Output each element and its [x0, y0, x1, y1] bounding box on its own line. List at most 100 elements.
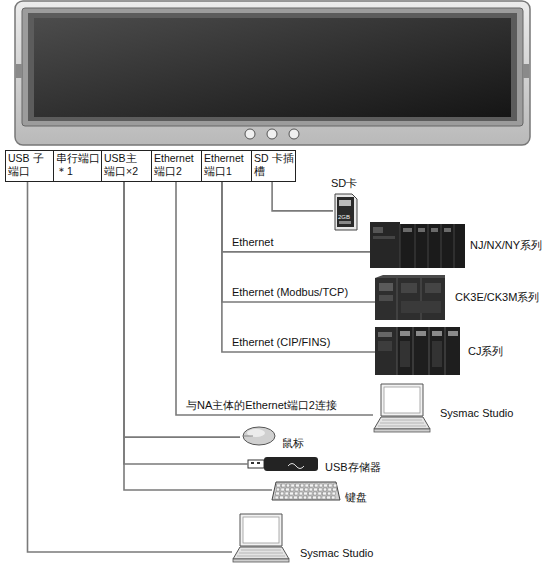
keyboard-art-part	[304, 488, 308, 491]
controller-device: CJ系列	[375, 327, 460, 375]
controller-device-art-part	[416, 331, 426, 336]
cable-line	[28, 182, 233, 552]
controller-device-art-part	[415, 224, 416, 268]
laptop-art-part	[239, 553, 283, 554]
controller-device-art-part	[428, 224, 429, 268]
laptop: Sysmac Studio	[373, 383, 431, 433]
hmi-bezel-inner	[28, 13, 517, 121]
keyboard-art-part	[323, 488, 327, 491]
port-name: Ethernet 端口1	[204, 152, 250, 178]
keyboard-art-part	[303, 496, 307, 499]
cable-line	[222, 182, 375, 352]
keyboard-art-part	[284, 496, 288, 499]
hmi-tab	[16, 64, 22, 78]
keyboard-art-part	[313, 492, 317, 495]
controller-device-art-part	[397, 278, 398, 320]
laptop-art-part	[241, 550, 281, 551]
cable-line	[222, 182, 375, 302]
cable-line	[176, 182, 373, 415]
laptop-art-part	[243, 517, 279, 543]
keyboard-art-part	[290, 492, 294, 495]
laptop-art	[232, 513, 290, 563]
keyboard-art-part	[295, 488, 299, 491]
sd-card-art-part	[337, 197, 354, 227]
keyboard-art-part	[317, 496, 321, 499]
controller-device-art-part	[401, 301, 441, 313]
usb-storage-art-part	[251, 462, 254, 464]
controller-device-art-part	[448, 331, 458, 336]
keyboard-art-part	[329, 484, 333, 487]
port-cell: Ethernet 端口1	[201, 150, 252, 182]
hmi-button	[245, 129, 255, 139]
controller-device-art-part	[400, 224, 401, 268]
keyboard-art	[272, 481, 340, 501]
keyboard-art-part	[291, 484, 295, 487]
device-label: USB存储器	[325, 461, 381, 474]
port-cell: USB主 端口×2	[101, 150, 152, 182]
keyboard-art-part	[324, 484, 328, 487]
laptop-art-part	[381, 384, 423, 416]
hmi-button	[267, 129, 277, 139]
laptop: Sysmac Studio	[232, 513, 290, 563]
connection-label: Ethernet (Modbus/TCP)	[232, 286, 348, 299]
controller-device-art	[370, 222, 465, 268]
laptop-art-part	[378, 426, 426, 427]
mouse: 鼠标	[240, 425, 276, 447]
keyboard-art-part	[289, 496, 293, 499]
controller-device-art	[375, 275, 445, 320]
keyboard-art-part	[299, 496, 303, 499]
keyboard-art-part	[331, 496, 335, 499]
keyboard-art-part	[281, 488, 285, 491]
keyboard-art-part	[290, 488, 294, 491]
keyboard-art-part	[280, 492, 284, 495]
hmi-illustration	[0, 0, 543, 150]
controller-device-art-part	[373, 236, 395, 239]
laptop-art-part	[384, 387, 420, 413]
keyboard-art-part	[309, 492, 313, 495]
laptop-art-part	[237, 556, 285, 557]
device-label: NJ/NX/NY系列	[470, 239, 542, 252]
sd-card-art	[333, 193, 358, 231]
controller-device-art-part	[375, 278, 445, 320]
keyboard-art-part	[276, 488, 280, 491]
keyboard-art-part	[300, 488, 304, 491]
controller-device-art-part	[425, 283, 441, 293]
controller-device-art-part	[421, 278, 422, 320]
port-cell: Ethernet 端口2	[151, 150, 202, 182]
connection-label: Ethernet	[232, 236, 274, 249]
controller-device-art-part	[370, 222, 400, 268]
controller-device-art-part	[413, 327, 414, 375]
controller-device-art-part	[445, 327, 446, 375]
keyboard: 键盘	[272, 481, 340, 501]
hmi-screen	[34, 18, 511, 117]
port-cell: SD 卡插槽	[251, 150, 296, 182]
port-name: SD 卡插槽	[254, 152, 294, 178]
usb-storage-art	[248, 457, 318, 471]
keyboard-art-part	[285, 492, 289, 495]
port-name: USB主 端口×2	[104, 152, 150, 178]
controller-device-art-part	[397, 327, 398, 375]
port-name: 串行端口 ＊1	[56, 152, 100, 178]
laptop-art-part	[380, 423, 424, 424]
sd-card-art-part	[335, 194, 357, 230]
controller-device-art-part	[379, 295, 393, 301]
keyboard-art-part	[323, 492, 327, 495]
keyboard-art-part	[328, 488, 332, 491]
connection-label: 与NA主体的Ethernet端口2连接	[186, 399, 337, 412]
usb-storage-art-part	[288, 464, 304, 469]
keyboard-art-part	[319, 484, 323, 487]
usb-storage-art-part	[248, 460, 264, 468]
mouse-art	[240, 425, 276, 447]
keyboard-art-part	[314, 484, 318, 487]
cable-line	[272, 182, 333, 211]
keyboard-art-part	[318, 492, 322, 495]
keyboard-art-part	[313, 496, 317, 499]
keyboard-art-part	[319, 488, 323, 491]
keyboard-art-part	[322, 496, 326, 499]
laptop-art-part	[374, 429, 430, 432]
laptop-art	[373, 383, 431, 433]
keyboard-art-part	[327, 492, 331, 495]
cable-line	[124, 182, 248, 464]
keyboard-art-part	[272, 482, 340, 500]
